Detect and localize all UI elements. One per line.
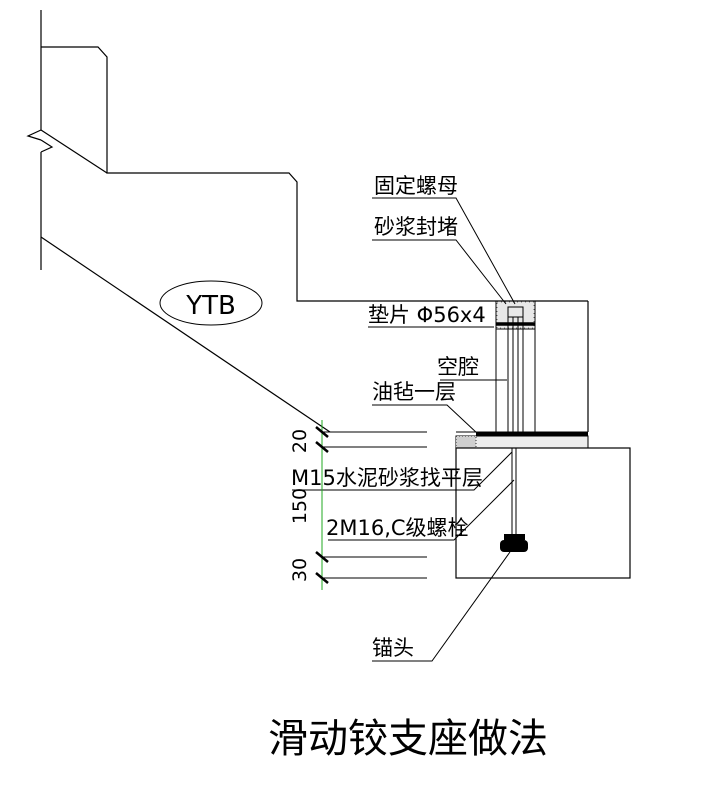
concrete-support (455, 447, 631, 579)
anchor-head (500, 534, 528, 552)
bearing-block (495, 300, 589, 432)
label-felt: 油毡一层 (372, 380, 456, 404)
annotations: 固定螺母 砂浆封堵 垫片 Φ56x4 空腔 油毡一层 M15水泥砂浆找平层 2M… (291, 174, 486, 660)
label-cavity: 空腔 (437, 355, 479, 379)
felt-and-leveling (455, 431, 589, 449)
drawing-title: 滑动铰支座做法 (268, 716, 548, 762)
dimension-150: 150 (289, 488, 311, 524)
member-tag-text: YTB (185, 291, 236, 321)
dimension-chain: 20 150 30 (289, 420, 427, 590)
label-fixed-nut: 固定螺母 (374, 174, 458, 198)
dimension-30: 30 (289, 558, 311, 582)
label-leveling: M15水泥砂浆找平层 (291, 466, 483, 490)
label-bolt: 2M16,C级螺栓 (326, 516, 469, 540)
label-washer: 垫片 Φ56x4 (368, 303, 486, 327)
leader-lines (292, 197, 516, 662)
bolt-shank (507, 317, 524, 535)
label-anchor-head: 锚头 (372, 636, 414, 660)
member-tag: YTB (159, 280, 263, 326)
dimension-20: 20 (289, 429, 311, 453)
label-mortar-seal: 砂浆封堵 (374, 215, 458, 239)
wall-outline (26, 10, 588, 433)
